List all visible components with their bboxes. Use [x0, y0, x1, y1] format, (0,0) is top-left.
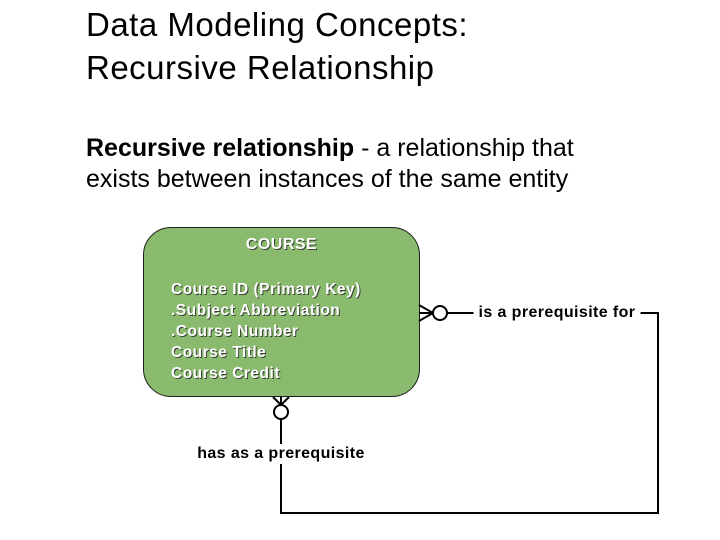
circle-optional-icon — [273, 404, 289, 420]
slide-title: Data Modeling Concepts: Recursive Relati… — [86, 6, 469, 86]
relationship-label-is-a-prerequisite-for: is a prerequisite for — [473, 303, 641, 323]
entity-attribute-list: Course ID (Primary Key) .Subject Abbrevi… — [144, 279, 419, 384]
definition-term: Recursive relationship — [86, 134, 355, 162]
crow-foot-many-icon — [418, 304, 434, 322]
entity-course: COURSE Course ID (Primary Key) .Subject … — [143, 227, 420, 397]
entity-attribute: Course Credit — [171, 365, 280, 382]
entity-attribute: Course Title — [171, 344, 267, 361]
definition-text: Recursive relationship - a relationship … — [86, 133, 671, 195]
entity-attribute: Course ID (Primary Key) — [171, 281, 361, 298]
crow-foot-many-icon — [272, 396, 290, 406]
entity-attribute: .Course Number — [171, 323, 299, 340]
entity-name: COURSE — [245, 236, 318, 253]
circle-optional-icon — [432, 305, 448, 321]
relationship-label-has-as-a-prerequisite: has as a prerequisite — [192, 444, 370, 464]
entity-attribute: .Subject Abbreviation — [171, 302, 341, 319]
definition-body: - a relationship that exists between ins… — [86, 134, 574, 193]
